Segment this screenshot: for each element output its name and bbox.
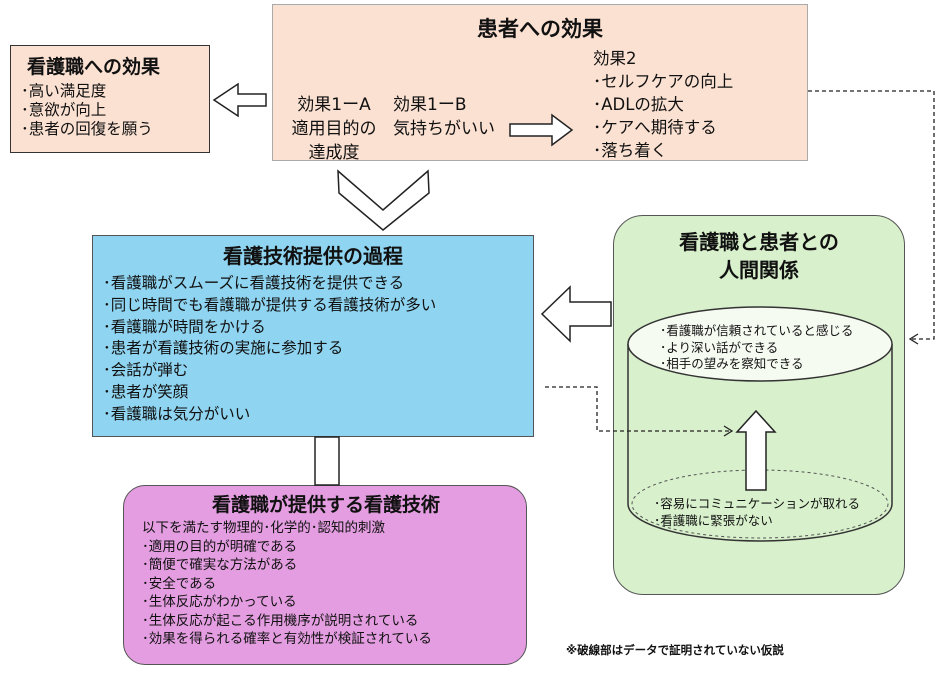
- technique-box: 看護職が提供する看護技術 以下を満たす物理的･化学的･認知的刺激 ･適用の目的が…: [123, 485, 527, 665]
- technique-item: ･生体反応がわかっている: [142, 594, 297, 610]
- arrow-up-inside-relation: [735, 409, 777, 491]
- dashed-arrowhead-process: [723, 425, 734, 437]
- patient-effect-title: 患者への効果: [477, 17, 603, 41]
- technique-item: ･効果を得られる確率と有効性が検証されている: [142, 631, 432, 647]
- process-item: ･看護職がスムーズに看護技術を提供できる: [103, 274, 405, 292]
- effect-1b-line: 効果1ーB: [393, 95, 467, 115]
- relation-upper-item: ･より深い話ができる: [660, 339, 779, 355]
- relation-title-line: 看護職と患者との: [679, 230, 839, 254]
- effect-2-line: 効果2: [593, 49, 637, 68]
- effect-1b-text: 効果1ーB 気持ちがいい: [393, 93, 495, 141]
- technique-item: ･適用の目的が明確である: [142, 538, 298, 555]
- process-item: ･看護職が時間をかける: [103, 317, 266, 336]
- process-box: 看護技術提供の過程 ･看護職がスムーズに看護技術を提供できる ･同じ時間でも看護…: [92, 235, 534, 437]
- arrow-to-nurse-effect: [212, 82, 267, 118]
- effect-2-line: ･ADLの拡大: [593, 95, 684, 114]
- technique-item: ･生体反応が起こる作用機序が説明されている: [142, 612, 419, 629]
- process-item: ･患者が笑顔: [103, 382, 189, 401]
- nurse-effect-item: ･高い満足度: [21, 82, 107, 100]
- effect-1a-line: 効果1ーA: [297, 95, 371, 115]
- process-title: 看護技術提供の過程: [223, 244, 403, 268]
- dashed-connector-right: [808, 90, 935, 340]
- relation-upper-item: ･相手の望みを察知できる: [660, 356, 804, 371]
- process-item: ･看護職は気分がいい: [103, 404, 251, 423]
- technique-item: ･簡便で確実な方法がある: [142, 557, 298, 573]
- arrow-relation-to-process: [540, 285, 612, 343]
- relation-lower-list: ･容易にコミュニケーションが取れる ･看護職に緊張がない: [654, 496, 860, 529]
- cylinder-shape: [627, 306, 893, 542]
- effect-2-line: ･落ち着く: [593, 141, 668, 160]
- relation-upper-list: ･看護職が信頼されていると感じる ･より深い話ができる ･相手の望みを察知できる: [660, 323, 853, 373]
- effect-1b-line: 気持ちがいい: [393, 119, 495, 139]
- effect-1a-text: 効果1ーA 適用目的の 達成度: [279, 93, 389, 165]
- technique-item: ･安全である: [142, 575, 217, 592]
- process-item: ･患者が看護技術の実施に参加する: [103, 339, 344, 358]
- relation-lower-item: ･容易にコミュニケーションが取れる: [654, 496, 861, 511]
- technique-subtitle: 以下を満たす物理的･化学的･認知的刺激: [142, 520, 385, 536]
- effect-2-line: ･ケアへ期待する: [593, 118, 717, 137]
- relation-title-line: 人間関係: [719, 258, 799, 282]
- process-item: ･会話が弾む: [103, 361, 189, 380]
- dashed-connector-process: [545, 386, 730, 432]
- relation-title: 看護職と患者との 人間関係: [614, 228, 904, 284]
- footnote: ※破線部はデータで証明されていない仮説: [566, 643, 784, 657]
- effect-2-line: ･セルフケアの向上: [593, 72, 734, 91]
- nurse-effect-item: ･意欲が向上: [21, 101, 107, 119]
- process-item: ･同じ時間でも看護職が提供する看護技術が多い: [103, 295, 437, 314]
- technique-title: 看護職が提供する看護技術: [211, 494, 440, 516]
- connector-technique-process: [314, 436, 340, 486]
- nurse-effect-title: 看護職への効果: [27, 56, 161, 78]
- effect-1a-line: 達成度: [308, 143, 360, 163]
- effect-2-text: 効果2 ･セルフケアの向上 ･ADLの拡大 ･ケアへ期待する ･落ち着く: [593, 47, 733, 162]
- effect-1a-line: 適用目的の: [291, 119, 377, 139]
- relation-upper-item: ･看護職が信頼されていると感じる: [660, 323, 854, 338]
- arrow-effect1b-to-effect2: [509, 113, 574, 147]
- chevron-arrow-up: [337, 169, 430, 231]
- dashed-arrowhead-right: [908, 333, 919, 345]
- relation-lower-item: ･看護職に緊張がない: [654, 512, 773, 528]
- nurse-effect-box: 看護職への効果 ･高い満足度 ･意欲が向上 ･患者の回復を願う: [10, 45, 210, 153]
- nurse-effect-item: ･患者の回復を願う: [21, 120, 153, 138]
- relation-box: 看護職と患者との 人間関係 ･看護職が信頼されていると感じる ･より深い話ができ…: [613, 215, 905, 595]
